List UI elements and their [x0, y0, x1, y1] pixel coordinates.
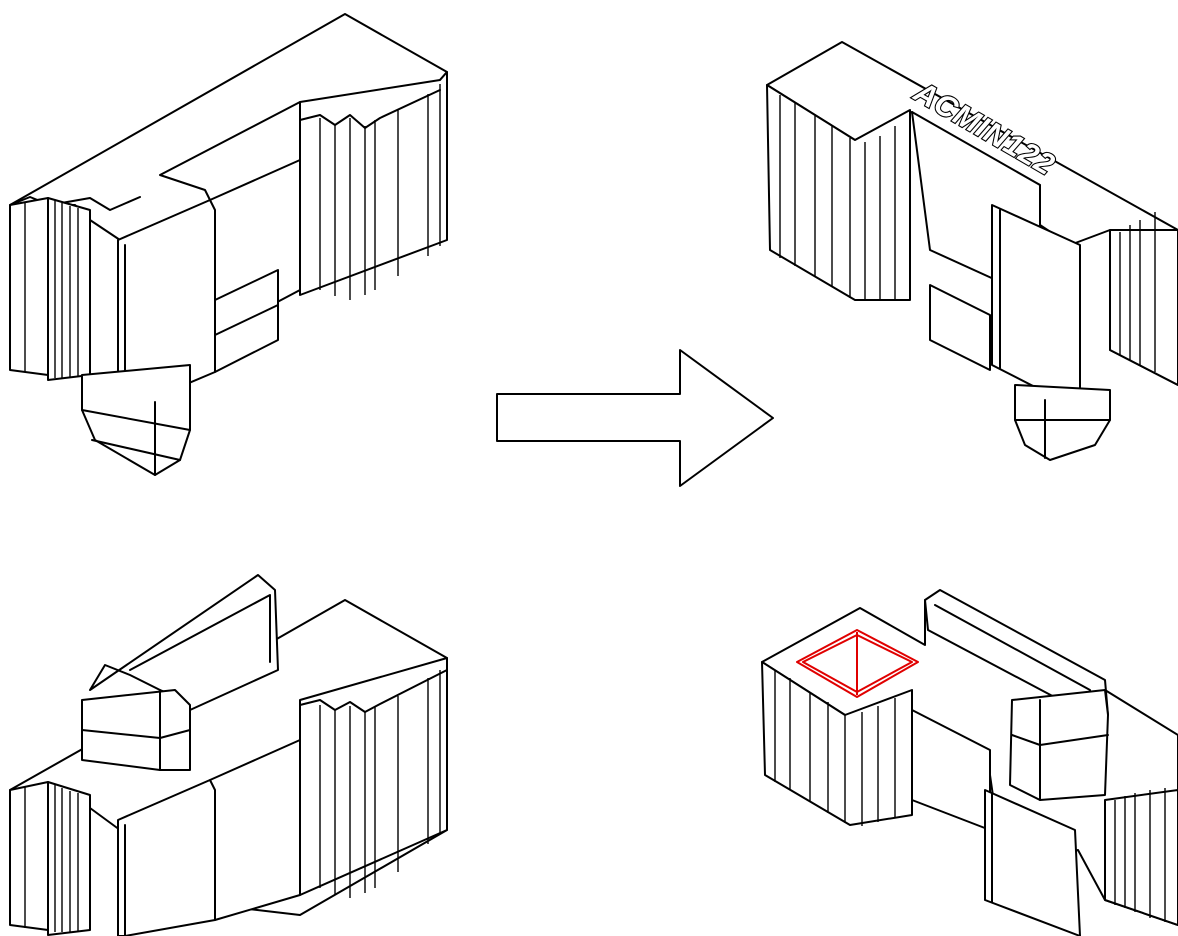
arrow-icon [496, 349, 774, 487]
part-top-after: ACMIN122 [766, 41, 1178, 461]
part-bottom-before [9, 574, 448, 936]
highlight-marker [796, 629, 919, 698]
part-bottom-after [761, 589, 1178, 936]
part-top-before [9, 13, 448, 476]
